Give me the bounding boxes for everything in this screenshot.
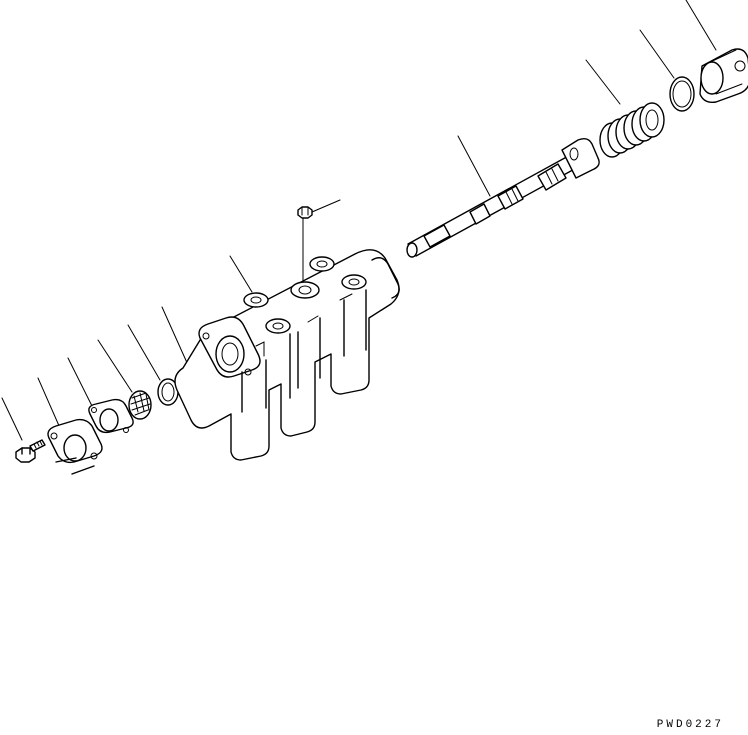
leader-bolt xyxy=(1,397,23,441)
leader-lines xyxy=(1,0,717,441)
gasket-part xyxy=(88,398,134,434)
flange-cover-part xyxy=(47,418,103,475)
leader-snap-ring xyxy=(127,324,161,381)
leader-spring xyxy=(585,59,621,105)
spool-part xyxy=(406,137,600,258)
filter-screen-part xyxy=(128,390,152,420)
bolt-part xyxy=(15,439,46,463)
spring-part xyxy=(599,102,665,158)
leader-spool xyxy=(457,135,491,197)
valve-body-part xyxy=(174,249,400,461)
leader-body xyxy=(229,255,253,293)
leader-gasket xyxy=(67,357,95,411)
leader-end-plug xyxy=(685,0,717,51)
leader-o-ring-small xyxy=(161,306,189,366)
leader-filter xyxy=(97,339,133,393)
snap-ring-part xyxy=(157,378,179,406)
o-ring-large-part xyxy=(669,76,695,112)
drawing-code: PWD0227 xyxy=(656,719,724,731)
plug-screw-part xyxy=(297,206,313,219)
leader-flange xyxy=(37,377,61,429)
end-plug-part xyxy=(699,48,748,104)
leader-o-ring-large xyxy=(639,29,675,79)
leader-plug-screw xyxy=(311,199,341,213)
